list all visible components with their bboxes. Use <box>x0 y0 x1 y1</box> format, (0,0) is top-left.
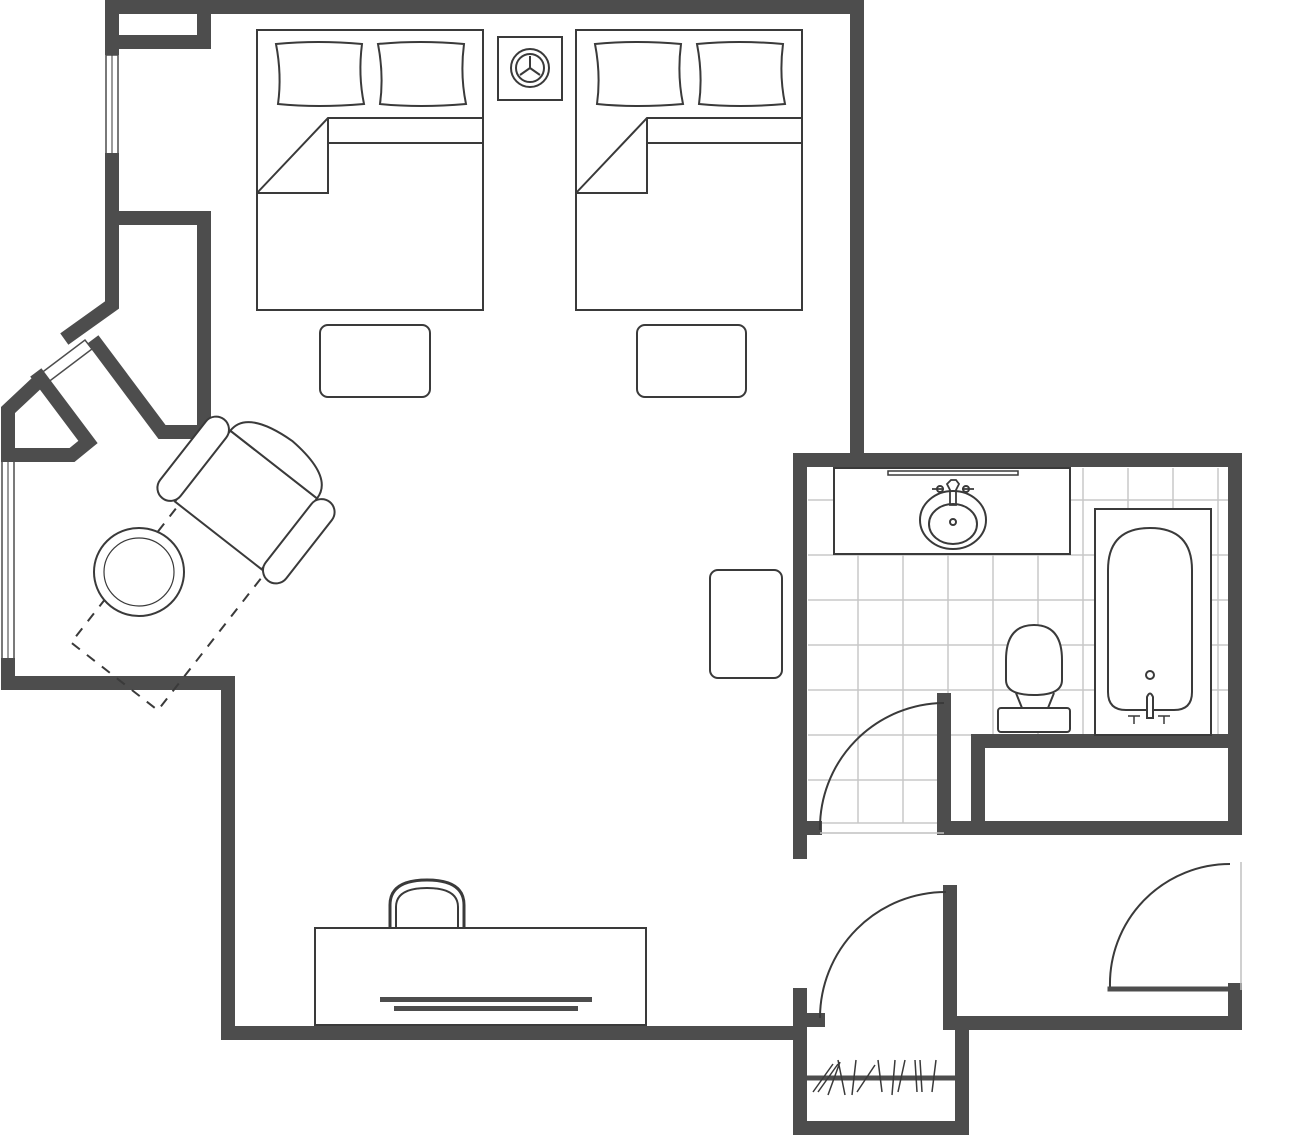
pillow <box>593 41 685 107</box>
desk <box>314 927 647 1026</box>
armrest <box>156 415 230 502</box>
bed-right <box>575 29 803 311</box>
pillow <box>376 41 468 107</box>
entry-door-swing <box>1108 863 1231 988</box>
bathtub <box>1094 508 1212 736</box>
tub-faucet-icon <box>1146 692 1154 719</box>
desk-chair <box>388 878 466 928</box>
nightstand <box>497 36 563 101</box>
armchair <box>69 415 336 712</box>
pillow <box>695 41 787 107</box>
mirror-shelf <box>887 470 1019 476</box>
armrest <box>262 498 336 585</box>
desk-drawer <box>380 997 592 1002</box>
toilet <box>997 623 1071 733</box>
window-diagonal <box>38 338 94 385</box>
rug-left <box>319 324 431 398</box>
pillow <box>274 41 366 107</box>
rug-side <box>709 569 783 679</box>
hangers <box>812 1059 937 1096</box>
drain-icon <box>1145 670 1155 680</box>
closet-rod <box>803 1059 958 1096</box>
bed-left <box>256 29 484 311</box>
side-table <box>93 527 185 617</box>
closet-door-swing <box>819 891 947 1019</box>
rug-right <box>636 324 747 398</box>
bathroom-door-swing <box>818 702 945 831</box>
doors <box>818 702 1242 1019</box>
vanity-sink <box>833 467 1071 555</box>
lamp-icon <box>510 48 550 88</box>
